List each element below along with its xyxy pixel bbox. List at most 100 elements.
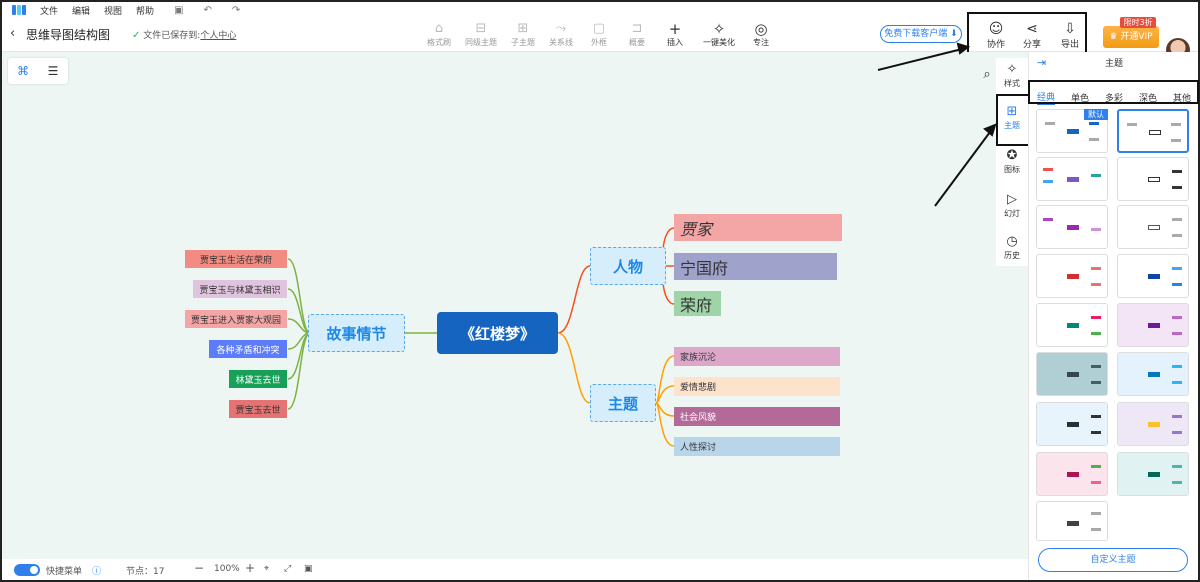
- tab-mono[interactable]: 单色: [1070, 93, 1089, 104]
- fit-screen-icon[interactable]: ⤢: [284, 564, 292, 574]
- theme-thumbnail[interactable]: [1117, 452, 1189, 496]
- search-icon[interactable]: ⌕: [983, 67, 991, 82]
- focus-label: 专注: [753, 38, 769, 47]
- quick-menu-label: 快捷菜单: [46, 567, 83, 577]
- zoom-in-icon[interactable]: +: [245, 561, 256, 575]
- branch-story[interactable]: 故事情节: [308, 314, 405, 352]
- clock-icon: ◷: [1006, 234, 1018, 249]
- menu-edit[interactable]: 编辑: [72, 6, 91, 17]
- share-label: 分享: [1022, 40, 1041, 50]
- tab-colorful[interactable]: 多彩: [1104, 93, 1123, 104]
- leaf-story-3[interactable]: 贾宝玉进入贾家大观园: [185, 310, 287, 328]
- theme-thumbnail[interactable]: [1117, 254, 1189, 298]
- export-icon: ⇩: [1064, 21, 1076, 37]
- wand-icon: ✧: [1006, 62, 1018, 77]
- magic-wand-icon: ✧: [712, 20, 726, 38]
- quick-menu-toggle[interactable]: [14, 564, 40, 576]
- theme-thumbnail[interactable]: [1036, 352, 1108, 396]
- document-title[interactable]: 思维导图结构图: [26, 28, 111, 42]
- sidebar-item-theme[interactable]: ⊞ 主题: [996, 104, 1028, 131]
- theme-thumbnail[interactable]: [1036, 452, 1108, 496]
- theme-thumbnail[interactable]: [1117, 303, 1189, 347]
- export-button[interactable]: ⇩ 导出: [1052, 21, 1088, 50]
- sidebar-item-slides[interactable]: ▷幻灯: [996, 192, 1028, 219]
- sidebar-item-history[interactable]: ◷历史: [996, 234, 1028, 261]
- sidebar-item-icons[interactable]: ✪图标: [996, 148, 1028, 175]
- leaf-story-4[interactable]: 各种矛盾和冲突: [209, 340, 287, 358]
- save-icon[interactable]: ▣: [174, 4, 184, 16]
- frame-icon: ▢: [592, 21, 606, 36]
- node-count: 节点：17: [126, 567, 165, 577]
- export-label: 导出: [1060, 40, 1079, 50]
- leaf-theme-4[interactable]: 人性探讨: [674, 437, 840, 456]
- beautify-button[interactable]: ✧一键美化: [696, 21, 742, 48]
- outline-view-icon[interactable]: ☰: [47, 64, 59, 78]
- redo-icon[interactable]: ↷: [231, 4, 241, 16]
- menu-view[interactable]: 视图: [104, 6, 123, 17]
- summary-label: 概要: [629, 38, 645, 47]
- theme-thumbnail[interactable]: [1036, 303, 1108, 347]
- locate-icon[interactable]: ⌖: [264, 564, 270, 574]
- leaf-story-6[interactable]: 贾宝玉去世: [229, 400, 287, 418]
- leaf-story-5[interactable]: 林黛玉去世: [229, 370, 287, 388]
- branch-characters[interactable]: 人物: [590, 247, 666, 285]
- menu-help[interactable]: 帮助: [136, 6, 155, 17]
- subtopic-button[interactable]: ⊞子主题: [500, 21, 546, 48]
- tab-other[interactable]: 其他: [1172, 93, 1191, 104]
- crown-icon: ♛: [1109, 32, 1118, 42]
- sidebar-item-label: 主题: [1004, 121, 1020, 130]
- theme-thumbnail[interactable]: [1117, 157, 1189, 201]
- leaf-theme-1[interactable]: 家族沉沦: [674, 347, 840, 366]
- theme-thumbnail[interactable]: [1036, 501, 1108, 541]
- status-bar: 快捷菜单 ⓘ 节点：17 − 100% + ⌖ ⤢ ▣: [2, 559, 1028, 580]
- theme-grid-icon: ⊞: [1006, 104, 1018, 119]
- collaborate-button[interactable]: ☺协作: [978, 21, 1014, 50]
- root-topic[interactable]: 《红楼梦》: [437, 312, 558, 354]
- relation-line-button[interactable]: ⤳ 关系线: [538, 21, 584, 48]
- menu-file[interactable]: 文件: [40, 6, 59, 17]
- insert-button[interactable]: +插入: [652, 21, 698, 48]
- sibling-topic-button[interactable]: ⊟同级主题: [458, 21, 504, 48]
- zoom-out-icon[interactable]: −: [194, 561, 205, 575]
- leaf-story-1[interactable]: 贾宝玉生活在荣府: [185, 250, 287, 268]
- vip-button[interactable]: ♛ 开通VIP: [1103, 26, 1159, 48]
- sidebar-item-style[interactable]: ✧样式: [996, 62, 1028, 89]
- collapse-panel-icon[interactable]: ⇥: [1037, 56, 1047, 69]
- leaf-ningguo[interactable]: 宁国府: [674, 253, 837, 280]
- theme-thumbnail[interactable]: [1117, 352, 1189, 396]
- leaf-theme-2[interactable]: 爱情悲剧: [674, 377, 840, 396]
- theme-thumbnail[interactable]: [1036, 402, 1108, 446]
- relation-icon: ⤳: [555, 21, 567, 36]
- tab-dark[interactable]: 深色: [1138, 93, 1157, 104]
- download-client-label: 免费下载客户端: [884, 29, 948, 39]
- back-icon[interactable]: ‹: [10, 26, 16, 41]
- theme-thumbnail-selected[interactable]: [1117, 109, 1189, 153]
- summary-button[interactable]: ⊐概要: [614, 21, 660, 48]
- mindmap-canvas[interactable]: ⌘ ☰ ⌕: [2, 52, 1028, 559]
- relation-line-label: 关系线: [549, 38, 573, 47]
- custom-theme-button[interactable]: 自定义主题: [1038, 548, 1188, 572]
- mindmap-view-icon[interactable]: ⌘: [17, 64, 29, 78]
- theme-thumbnail[interactable]: [1117, 205, 1189, 249]
- leaf-rongfu[interactable]: 荣府: [674, 291, 721, 316]
- focus-button[interactable]: ◎专注: [738, 21, 784, 48]
- theme-thumbnail[interactable]: [1036, 109, 1108, 153]
- leaf-jia-family[interactable]: 贾家: [674, 214, 842, 241]
- frame-button[interactable]: ▢外框: [576, 21, 622, 48]
- download-client-button[interactable]: 免费下载客户端 ⬇: [880, 25, 962, 43]
- theme-thumbnail[interactable]: [1036, 254, 1108, 298]
- leaf-theme-3[interactable]: 社会风貌: [674, 407, 840, 426]
- minimap-icon[interactable]: ▣: [304, 564, 313, 574]
- default-badge: 默认: [1084, 109, 1108, 120]
- share-button[interactable]: ⋖分享: [1014, 21, 1050, 50]
- undo-icon[interactable]: ↶: [203, 4, 212, 16]
- theme-thumbnail[interactable]: [1117, 402, 1189, 446]
- help-icon[interactable]: ⓘ: [92, 567, 102, 577]
- save-location-link[interactable]: 个人中心: [200, 31, 237, 41]
- branch-themes[interactable]: 主题: [590, 384, 656, 422]
- leaf-story-2[interactable]: 贾宝玉与林黛玉相识: [193, 280, 287, 298]
- format-painter-button[interactable]: ⌂格式刷: [416, 21, 462, 48]
- theme-thumbnail[interactable]: [1036, 205, 1108, 249]
- menu-bar: 文件 编辑 视图 帮助 ▣ ↶ ↷: [2, 2, 1198, 18]
- theme-thumbnail[interactable]: [1036, 157, 1108, 201]
